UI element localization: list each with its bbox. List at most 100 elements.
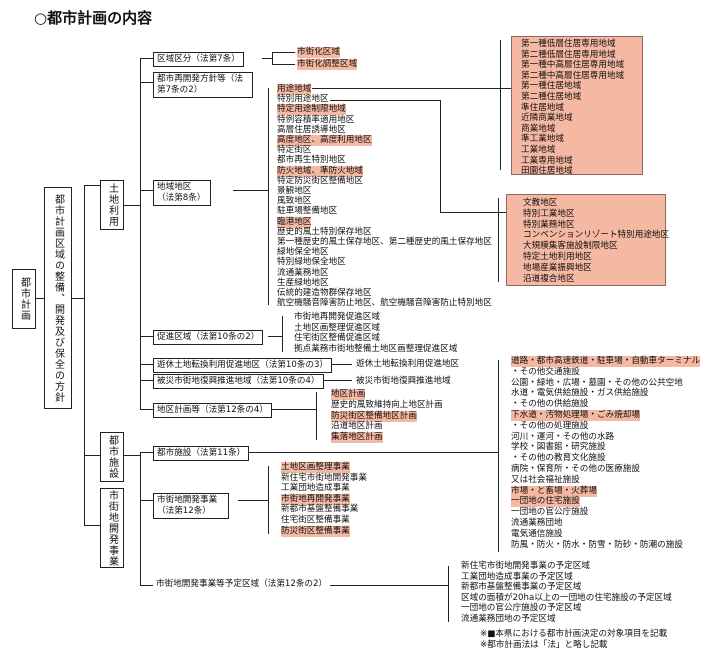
youto-zone-item: 田園住居地域: [521, 166, 573, 177]
connector-line: [84, 185, 85, 525]
connector-line: [318, 364, 352, 365]
special-item: 沿道複合地区: [523, 273, 575, 284]
special-items-box: [506, 194, 666, 286]
shisetsu-item: 下水道・汚物処理場・ごみ焼却場: [511, 410, 640, 421]
shisetsu-item: ・その他交通施設: [511, 366, 580, 377]
connector-line: [500, 40, 501, 170]
connector-line: [262, 58, 272, 59]
cat-facility-box: 都市施設: [100, 432, 124, 482]
chiiki-item: 特別緑地保全地区: [277, 257, 346, 268]
kuiki-item: 市街化調整区域: [297, 59, 358, 70]
connector-line: [140, 585, 153, 586]
connector-line: [140, 190, 153, 191]
sokushin-item: 市街地再開発促進区域: [294, 312, 380, 322]
shisetsu-item: ・その他の供給施設: [511, 399, 589, 410]
shigaichi-item: 市街地再開発事業: [281, 493, 350, 505]
yotei-item: 流通業務団地の予定区域: [461, 614, 556, 624]
youto-zones-box: [511, 36, 643, 175]
special-item: 文教地区: [523, 198, 558, 208]
page-title: ○都市計画の内容: [34, 9, 153, 27]
connector-line: [238, 500, 268, 501]
connector-line: [34, 298, 44, 299]
connector-line: [440, 100, 441, 212]
node-shisetsu: 都市施設（法第11条）: [153, 446, 250, 461]
special-item: 地場産業振興地区: [523, 262, 592, 273]
connector-line: [84, 455, 100, 456]
policy-box: 都市計画区域の整備、開発及び保全の方針: [44, 187, 72, 409]
chiiki-item: 景観地区: [277, 186, 312, 196]
connector-line: [448, 566, 449, 622]
connector-line: [140, 58, 153, 59]
shisetsu-item: 流通業務団地: [511, 518, 563, 528]
node-chikukeikaku: 地区計画等（法第12条の4）: [153, 403, 272, 418]
connector-line: [268, 88, 269, 305]
connector-line: [330, 585, 448, 586]
shisetsu-item: 病院・保育所・その他の医療施設: [511, 464, 640, 474]
connector-line: [272, 64, 295, 65]
hisai-item: 被災市街地復興推進地域: [356, 376, 451, 386]
shisetsu-item: 一団地の住宅施設: [511, 496, 580, 508]
sokushin-item: 土地区画整理促進区域: [294, 322, 380, 333]
youto-zone-item: 第二種中高層住居専用地域: [521, 70, 625, 81]
connector-line: [268, 336, 282, 337]
youto-zone-item: 近隣商業地域: [521, 113, 573, 124]
shigaichi-item: 新住宅市街地開発事業: [281, 472, 367, 483]
connector-line: [122, 455, 140, 456]
shisetsu-item: 水道・電気供給施設・ガス供給施設: [511, 388, 649, 399]
chikukeikaku-item: 集落地区計画: [331, 432, 383, 444]
connector-line: [330, 100, 440, 101]
connector-line: [140, 500, 153, 501]
connector-line: [140, 409, 153, 410]
node-chiiki-label: 地域地区（法第8条）: [157, 182, 206, 203]
connector-line: [498, 360, 499, 552]
connector-line: [122, 205, 140, 206]
shigaichi-item: 工業団地造成事業: [281, 483, 350, 494]
sokushin-item: 住宅街区整備促進区域: [294, 333, 380, 343]
node-chiiki: 地域地区（法第8条）: [153, 180, 211, 206]
shisetsu-item: 又は社会福祉施設: [511, 474, 580, 485]
connector-line: [140, 336, 153, 337]
chiiki-item: 高度地区、高度利用地区: [277, 135, 372, 146]
yukyu-item: 遊休土地転換利用促進地区: [356, 359, 460, 369]
connector-line: [272, 52, 273, 64]
connector-line: [248, 452, 498, 453]
chikukeikaku-item: 沿道地区計画: [331, 421, 383, 432]
shisetsu-item: ・その他の処理施設: [511, 420, 589, 431]
chiiki-item: 航空機騒音障害防止地区、航空機騒音障害防止特別地区: [277, 298, 492, 309]
special-item: 特定土地利用地区: [523, 252, 592, 262]
special-item: コンベンションリゾート特別用途地区: [523, 230, 670, 241]
chiiki-item: 伝統的建造物群保存地区: [277, 288, 372, 298]
special-item: 大規模集客施設制限地区: [523, 241, 618, 252]
node-hisai: 被災市街地復興推進地域（法第10条の4）: [153, 374, 324, 389]
chiiki-item: 防火地域、準防火地域: [277, 165, 363, 177]
chiiki-item: 高層住居誘導地区: [277, 124, 346, 135]
connector-line: [140, 380, 153, 381]
youto-zone-item: 第一種中高層住居専用地域: [521, 60, 625, 71]
chiiki-item: 特定用途制限地域: [277, 104, 346, 116]
connector-line: [233, 190, 268, 191]
shisetsu-item: 電気通信施設: [511, 528, 563, 539]
shigaichi-item: 住宅街区整備事業: [281, 515, 350, 525]
connector-line: [272, 52, 295, 53]
special-item: 特別工業地区: [523, 208, 575, 219]
chiiki-item: 特別用途地区: [277, 94, 329, 105]
youto-zone-item: 準住居地域: [521, 102, 564, 113]
shisetsu-item: 一団地の官公庁施設: [511, 507, 589, 518]
cat-dev-box: 市街地開発事業: [100, 488, 124, 568]
connector-line: [84, 185, 100, 186]
cat-land-box: 土地利用: [100, 180, 124, 230]
chiiki-item: 歴史的風土特別保存地区: [277, 226, 372, 237]
youto-zone-item: 工業地域: [521, 145, 556, 155]
node-sokushin: 促進区域（法第10条の2）: [153, 330, 264, 345]
youto-zone-item: 第二種住居地域: [521, 92, 582, 102]
youto-zone-item: 商業地域: [521, 123, 556, 134]
chikukeikaku-item: 歴史的風致維持向上地区計画: [331, 399, 443, 410]
chikukeikaku-item: 防災街区整備地区計画: [331, 410, 417, 422]
sokushin-item: 拠点業務市街地整備土地区画整理促進区域: [294, 343, 458, 354]
shisetsu-item: 道路・都市高速鉄道・駐車場・自動車ターミナル: [511, 356, 701, 367]
chiiki-item: 特例容積率適用地区: [277, 114, 355, 125]
connector-line: [498, 198, 499, 282]
connector-line: [268, 409, 316, 410]
note-1: ※■本県における都市計画決定の対象項目を記載: [480, 629, 668, 639]
